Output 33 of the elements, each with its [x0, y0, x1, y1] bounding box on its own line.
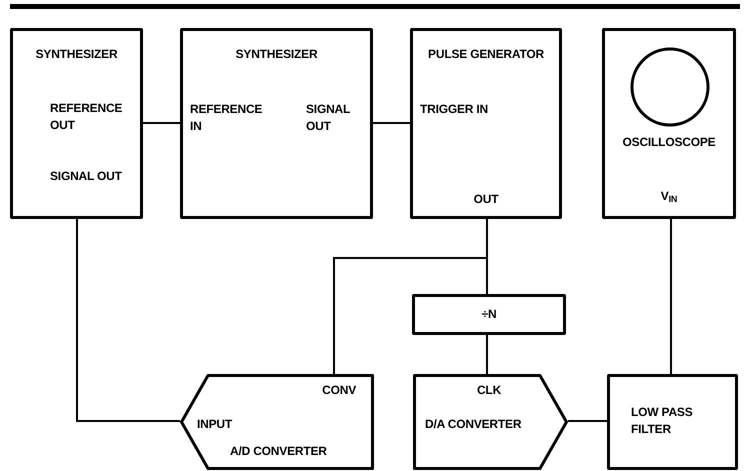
instrument-block [10, 28, 143, 219]
connector-line [333, 219, 488, 374]
instrument-block [602, 28, 736, 219]
connector-line [143, 122, 180, 124]
port-label: CONV [321, 382, 356, 399]
instrument-block [410, 28, 562, 219]
block-title: OSCILLOSCOPE [622, 134, 716, 151]
connector-line [373, 122, 410, 124]
connector-line [76, 219, 181, 422]
instrument-block [412, 294, 566, 335]
port-label: CLK [476, 382, 502, 399]
instrument-block [180, 28, 373, 219]
converter-block [413, 374, 568, 470]
port-label: SIGNAL OUT [50, 168, 123, 185]
port-label: OUT [472, 191, 500, 208]
port-label: LOW PASS FILTER [631, 404, 694, 438]
port-label: A/D CONVERTER [230, 443, 328, 460]
converter-block [180, 374, 374, 470]
port-label: V$_{IN}$ [660, 188, 678, 205]
connector-line [568, 420, 607, 422]
instrument-block [607, 374, 738, 470]
port-label: SIGNAL OUT [306, 101, 351, 135]
connector-line [486, 335, 488, 374]
connector-line [670, 219, 672, 374]
port-label: INPUT [197, 416, 234, 433]
port-label: REFERENCE OUT [50, 100, 124, 134]
block-title: SYNTHESIZER [34, 46, 118, 63]
port-label: REFERENCE IN [190, 101, 264, 135]
block-title: PULSE GENERATOR [427, 46, 545, 63]
port-label: TRIGGER IN [420, 101, 490, 118]
port-label: D/A CONVERTER [425, 416, 522, 433]
port-label: ÷N [480, 306, 498, 323]
block-title: SYNTHESIZER [234, 46, 318, 63]
